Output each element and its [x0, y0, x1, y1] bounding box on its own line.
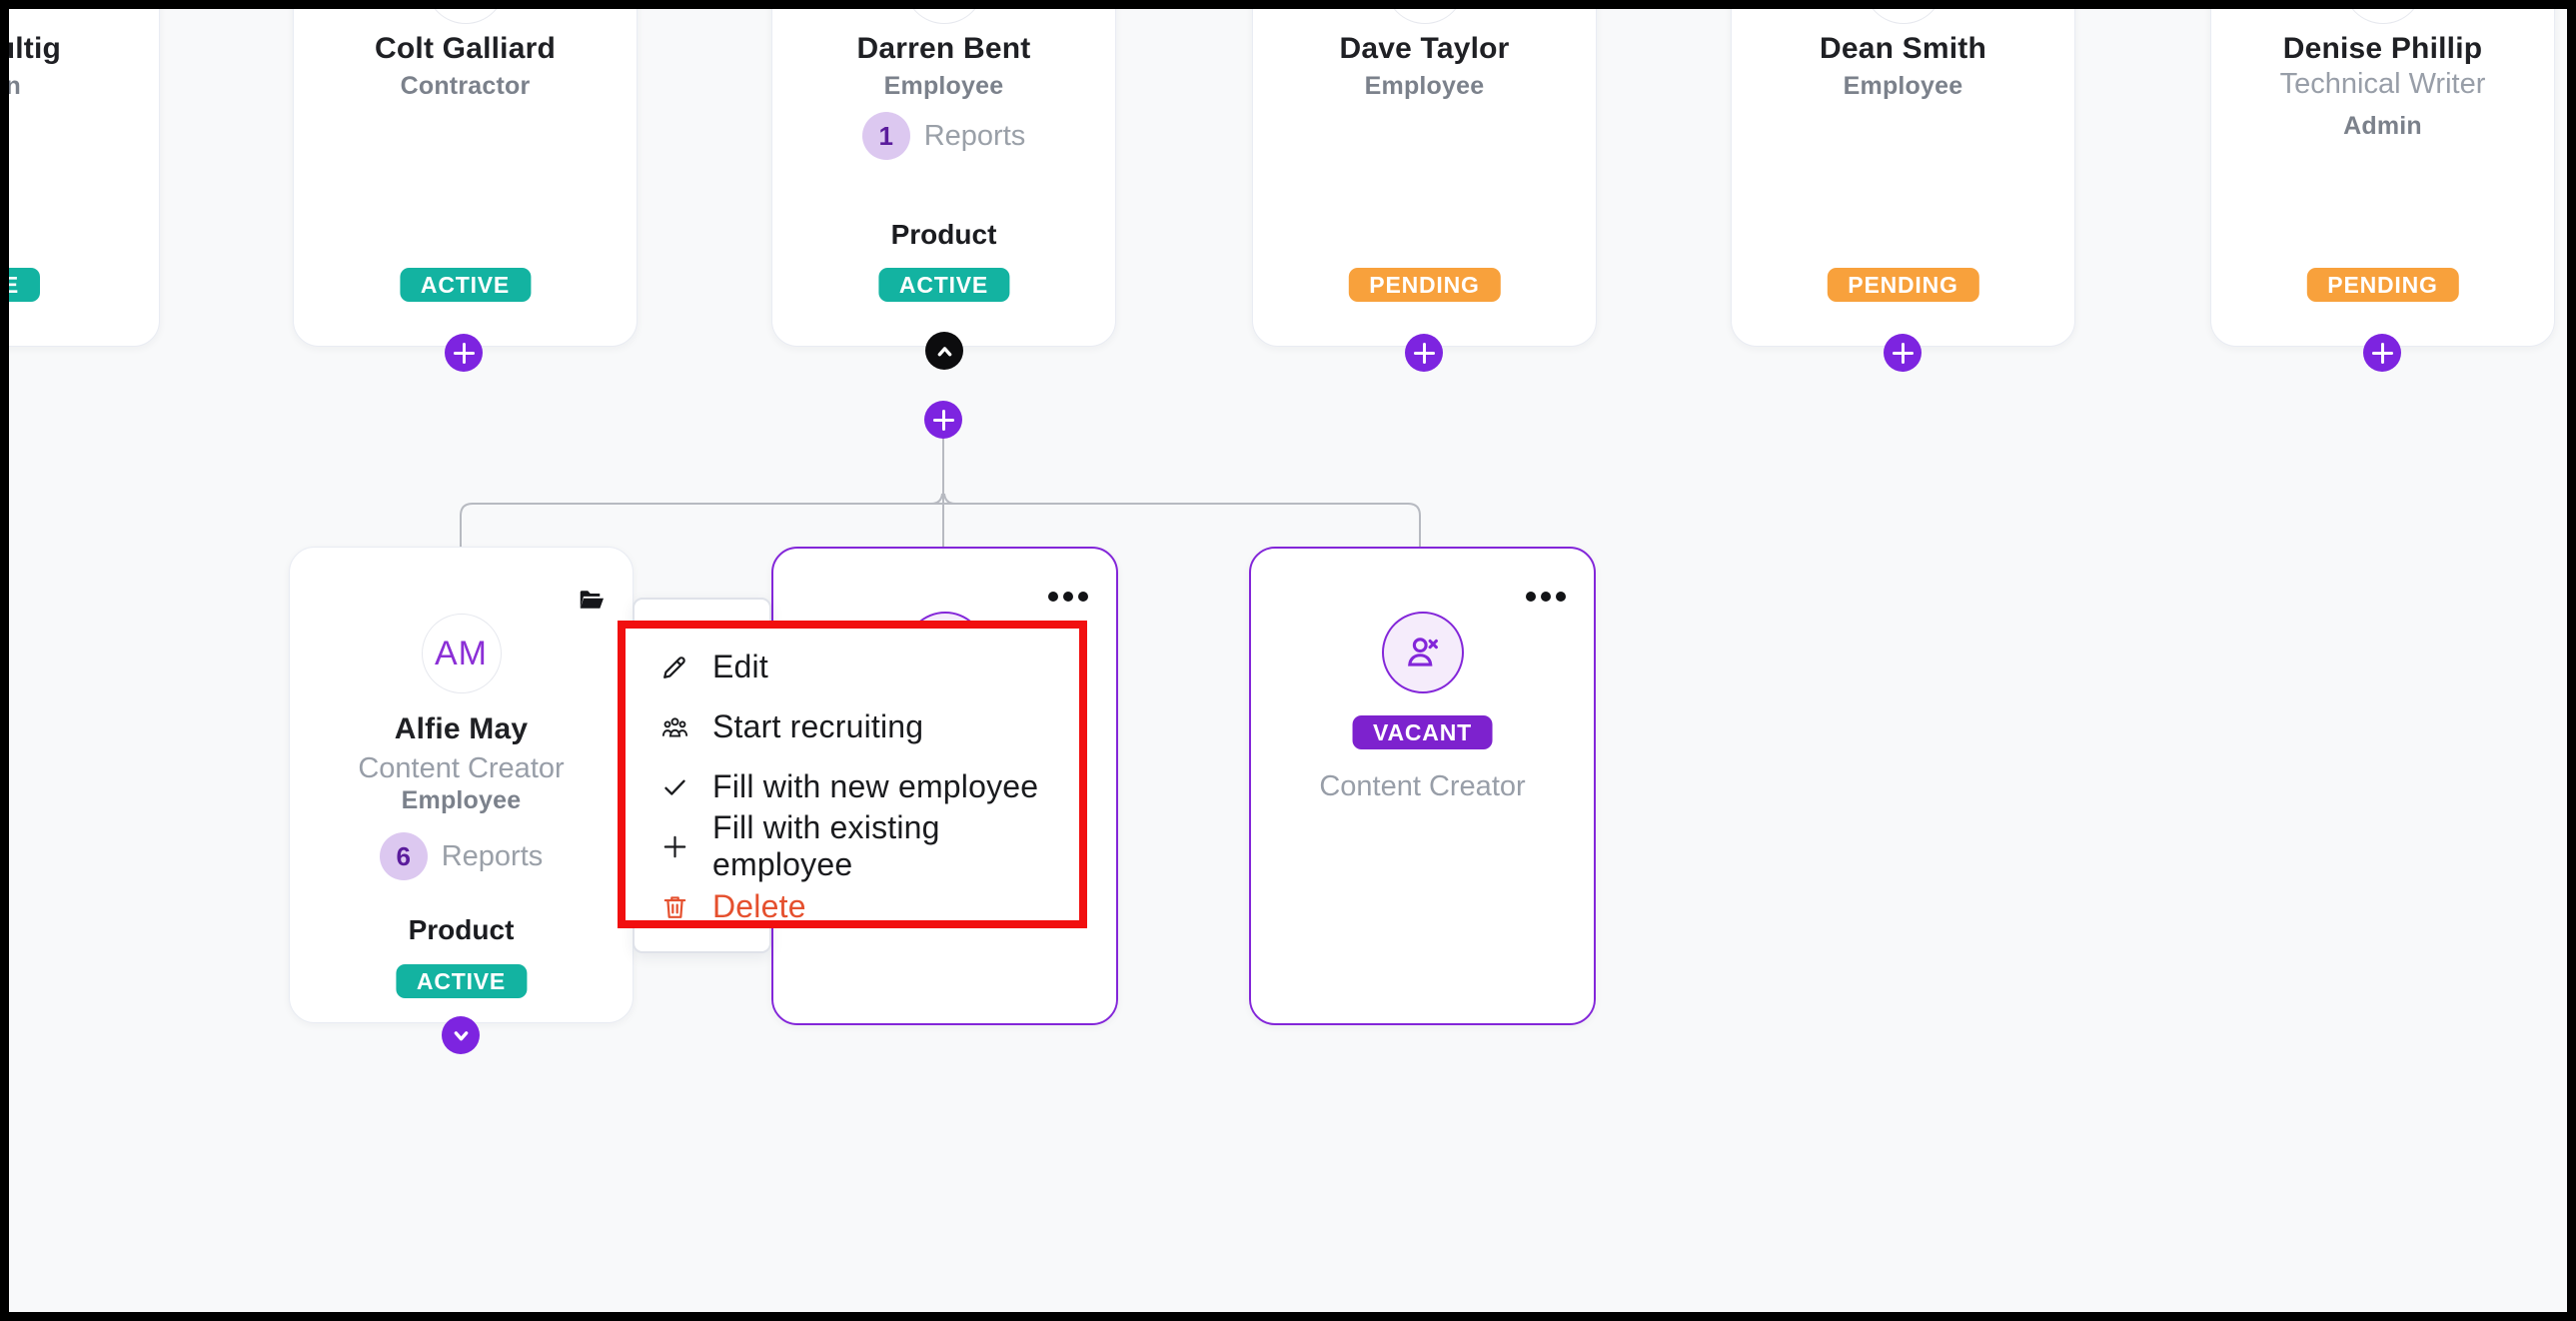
job-title: Technical Writer [2279, 68, 2486, 100]
menu-item-edit[interactable]: Edit [659, 637, 768, 696]
status-badge: PENDING [1348, 268, 1501, 302]
add-report-button[interactable] [445, 334, 483, 372]
plus-circle-icon [1413, 342, 1435, 364]
job-title: Content Creator [358, 752, 565, 784]
folder-icon[interactable] [577, 585, 607, 615]
employee-name: Colt Galliard [375, 32, 556, 65]
employee-role-fragment: n [5, 72, 21, 100]
collapse-button[interactable] [925, 332, 963, 370]
avatar [425, 0, 506, 24]
menu-item-delete[interactable]: Delete [659, 876, 806, 936]
trash-icon [663, 895, 686, 918]
reports-count-bubble: 6 [379, 832, 428, 880]
menu-item-fill-new-employee[interactable]: Fill with new employee [659, 756, 1038, 816]
chevron-up-icon [937, 346, 951, 356]
employment-type: Employee [883, 72, 1004, 100]
employee-card-colt-galliard[interactable]: Colt Galliard Contractor ACTIVE [293, 0, 638, 347]
status-badge: PENDING [1827, 268, 1979, 302]
employee-name: Denise Phillip [2282, 32, 2483, 65]
expand-button[interactable] [442, 1016, 480, 1054]
reports-count: 6 Reports [290, 832, 633, 880]
menu-item-label: Fill with existing employee [712, 809, 940, 882]
reports-count: 1 Reports [772, 112, 1115, 160]
status-badge: PENDING [2306, 268, 2459, 302]
employment-type: Admin [2343, 112, 2422, 140]
avatar [1384, 0, 1465, 24]
status-badge: E [0, 268, 40, 302]
avatar-initials: AM [435, 634, 488, 672]
avatar [1863, 0, 1943, 24]
employee-name: Darren Bent [856, 32, 1031, 65]
add-report-button[interactable] [1405, 334, 1443, 372]
plus-circle-icon [453, 342, 475, 364]
employee-name: Alfie May [394, 712, 529, 745]
menu-item-start-recruiting[interactable]: Start recruiting [659, 696, 923, 756]
reports-count-bubble: 1 [861, 112, 910, 160]
job-title: Content Creator [1319, 770, 1526, 802]
department-label: Product [890, 219, 997, 250]
employment-type: Employee [401, 786, 522, 814]
department-label: Product [408, 914, 515, 945]
avatar [903, 0, 984, 24]
plus-icon [663, 835, 686, 857]
status-badge: ACTIVE [877, 268, 1010, 302]
reports-label: Reports [441, 839, 544, 872]
employment-type: Employee [1843, 72, 1963, 100]
plus-circle-icon [932, 409, 954, 431]
menu-item-fill-existing-employee[interactable]: Fill with existing employee [659, 809, 1079, 882]
vacant-position-card-right[interactable]: VACANT Content Creator [1249, 547, 1596, 1025]
employee-name-fragment: ultig [0, 32, 61, 65]
context-menu: Edit Start recruiting Fill with new empl… [618, 621, 1087, 928]
employee-card-darren-bent[interactable]: Darren Bent Employee 1 Reports Product A… [771, 0, 1116, 347]
vacant-avatar [1381, 612, 1464, 693]
employment-type: Contractor [400, 72, 531, 100]
menu-item-label: Delete [712, 887, 806, 924]
check-icon [664, 779, 685, 795]
employee-card-alfie-may[interactable]: AM Alfie May Content Creator Employee 6 … [289, 547, 634, 1023]
employee-name: Dean Smith [1819, 32, 1987, 65]
pencil-icon [663, 656, 685, 678]
chevron-down-icon [454, 1030, 468, 1040]
ellipsis-icon[interactable] [1048, 592, 1088, 602]
employee-card-dean-smith[interactable]: Dean Smith Employee PENDING [1731, 0, 2075, 347]
avatar: AM [421, 614, 502, 693]
people-group-icon [661, 716, 688, 737]
avatar [2342, 0, 2423, 24]
ellipsis-icon[interactable] [1526, 592, 1566, 602]
menu-item-label: Start recruiting [712, 707, 924, 744]
menu-item-label: Edit [712, 648, 768, 684]
menu-item-label: Fill with new employee [712, 767, 1039, 804]
plus-circle-icon [2371, 342, 2393, 364]
status-badge: ACTIVE [399, 268, 532, 302]
add-report-button[interactable] [2363, 334, 2401, 372]
user-x-icon [1407, 638, 1438, 666]
employee-name: Dave Taylor [1339, 32, 1510, 65]
employee-card-dave-taylor[interactable]: Dave Taylor Employee PENDING [1252, 0, 1597, 347]
employee-card-denise-phillip[interactable]: Denise Phillip Technical Writer Admin PE… [2210, 0, 2555, 347]
employee-card-partial[interactable]: ultig n E [0, 0, 160, 347]
reports-label: Reports [923, 119, 1026, 152]
status-badge: ACTIVE [395, 964, 528, 998]
add-report-button[interactable] [1884, 334, 1922, 372]
add-report-button[interactable] [924, 401, 962, 439]
employment-type: Employee [1364, 72, 1485, 100]
vacancy-badge: VACANT [1352, 715, 1493, 749]
plus-circle-icon [1892, 342, 1914, 364]
